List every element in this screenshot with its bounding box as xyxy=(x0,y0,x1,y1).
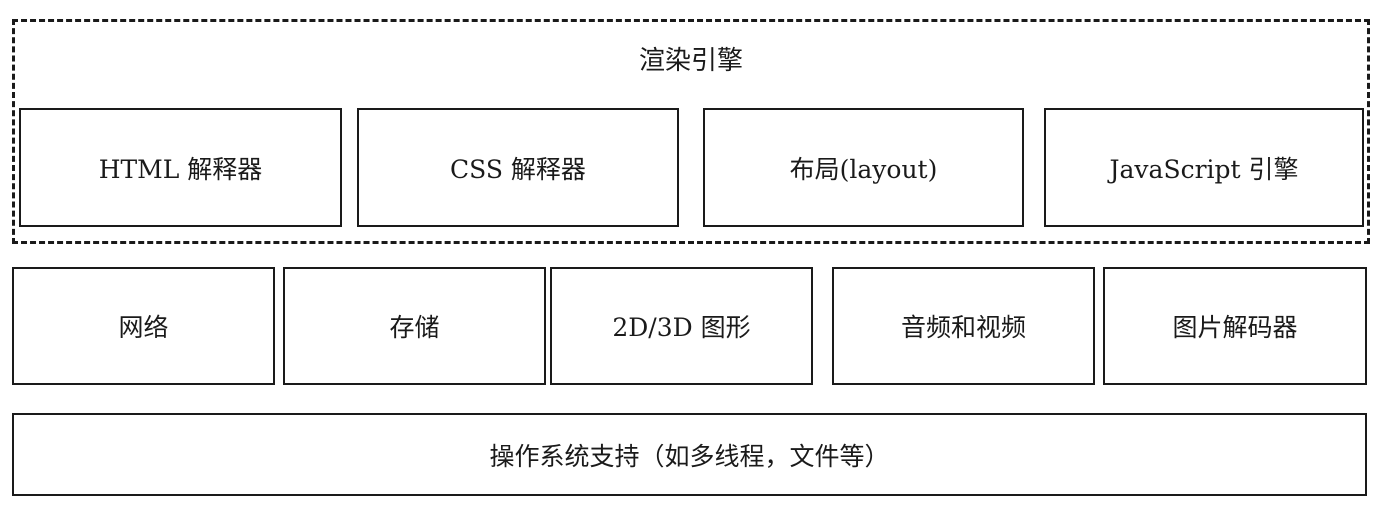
image-decoder-box: 图片解码器 xyxy=(1103,267,1367,385)
network-box: 网络 xyxy=(12,267,275,385)
html-interpreter-box: HTML 解释器 xyxy=(19,108,342,227)
render-engine-container xyxy=(12,19,1370,244)
storage-box: 存储 xyxy=(283,267,546,385)
os-support-box: 操作系统支持（如多线程，文件等） xyxy=(12,413,1367,496)
javascript-engine-box: JavaScript 引擎 xyxy=(1044,108,1364,227)
audio-video-box: 音频和视频 xyxy=(832,267,1095,385)
layout-box: 布局(layout) xyxy=(703,108,1024,227)
graphics-box: 2D/3D 图形 xyxy=(550,267,813,385)
css-interpreter-box: CSS 解释器 xyxy=(357,108,679,227)
render-engine-title: 渲染引擎 xyxy=(638,46,743,76)
